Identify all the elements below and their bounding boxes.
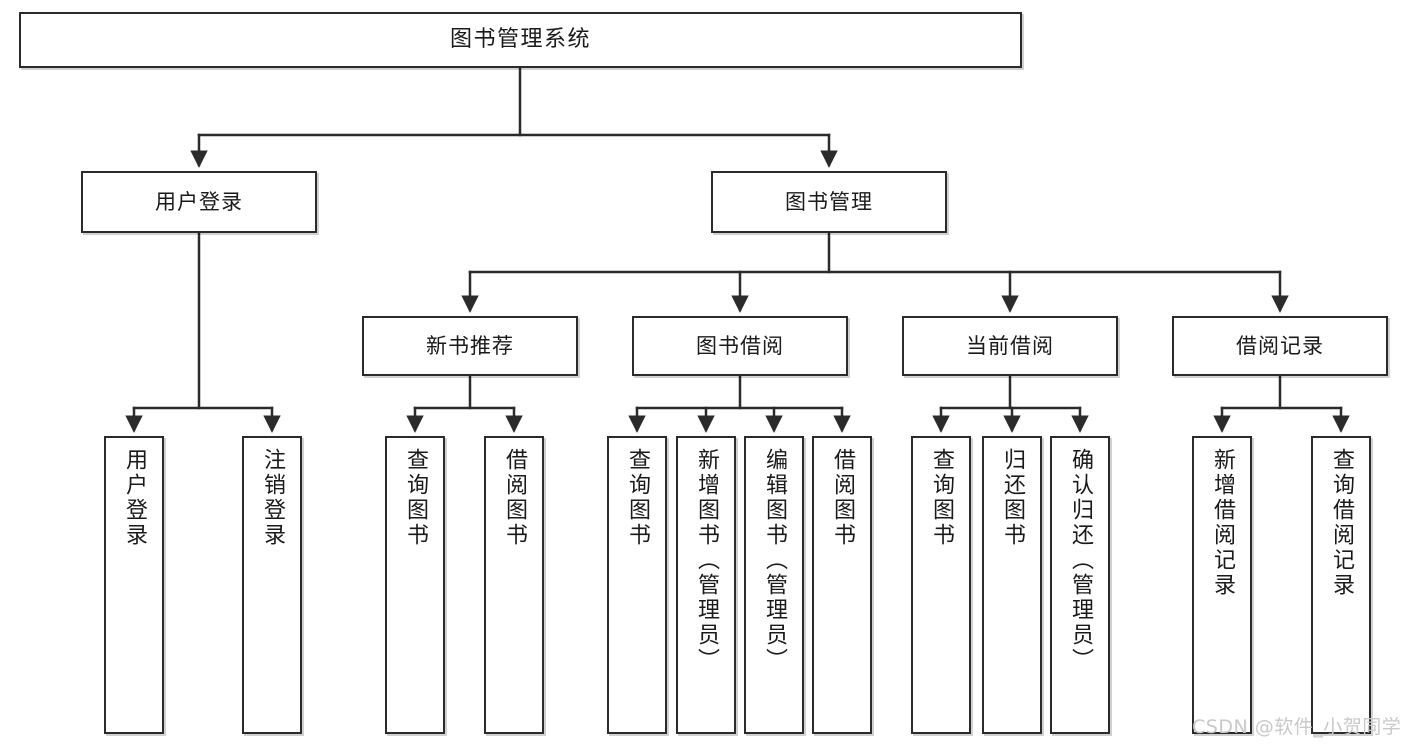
node-root-label: 图书管理系统 [449,27,591,53]
node-user-login-label: 用户登录 [155,189,243,214]
node-leaf-confirm-return-label: 确认归还（管理员） [1068,448,1093,673]
node-book-borrow[interactable]: 图书借阅 [632,316,848,376]
node-leaf-borrow-book[interactable]: 借阅图书 [812,436,872,734]
node-leaf-query-book-cur[interactable]: 查询图书 [911,436,971,734]
node-leaf-confirm-return[interactable]: 确认归还（管理员） [1050,436,1110,734]
node-leaf-query-book-cur-label: 查询图书 [929,448,954,548]
node-new-book-recommend-label: 新书推荐 [426,333,514,358]
node-leaf-edit-book[interactable]: 编辑图书（管理员） [744,436,804,734]
node-root[interactable]: 图书管理系统 [19,12,1022,68]
node-current-borrow[interactable]: 当前借阅 [902,316,1118,376]
node-current-borrow-label: 当前借阅 [966,333,1054,358]
node-leaf-query-book-rec-label: 查询图书 [403,448,428,548]
node-leaf-add-book-label: 新增图书（管理员） [694,448,719,673]
node-book-borrow-label: 图书借阅 [696,333,784,358]
watermark: CSDN @软件_小贺同学 [1192,716,1402,738]
node-leaf-edit-book-label: 编辑图书（管理员） [762,448,787,673]
node-leaf-query-book-rec[interactable]: 查询图书 [385,436,445,734]
node-leaf-user-login[interactable]: 用户登录 [104,436,164,734]
node-leaf-query-book-borrow-label: 查询图书 [625,448,650,548]
node-leaf-add-book[interactable]: 新增图书（管理员） [676,436,736,734]
node-book-manage-label: 图书管理 [785,189,873,214]
node-new-book-recommend[interactable]: 新书推荐 [362,316,578,376]
node-leaf-query-record[interactable]: 查询借阅记录 [1311,436,1371,734]
node-leaf-borrow-book-label: 借阅图书 [830,448,855,548]
node-leaf-query-book-borrow[interactable]: 查询图书 [607,436,667,734]
node-leaf-logout-label: 注销登录 [260,448,285,548]
node-leaf-add-record[interactable]: 新增借阅记录 [1192,436,1252,734]
node-leaf-add-record-label: 新增借阅记录 [1210,448,1235,598]
node-borrow-record[interactable]: 借阅记录 [1172,316,1388,376]
node-leaf-return-book[interactable]: 归还图书 [982,436,1042,734]
node-leaf-query-record-label: 查询借阅记录 [1329,448,1354,598]
node-user-login[interactable]: 用户登录 [81,171,317,233]
node-book-manage[interactable]: 图书管理 [711,171,947,233]
node-leaf-logout[interactable]: 注销登录 [242,436,302,734]
node-leaf-user-login-label: 用户登录 [122,448,147,548]
node-borrow-record-label: 借阅记录 [1236,333,1324,358]
node-leaf-borrow-book-rec-label: 借阅图书 [502,448,527,548]
node-leaf-return-book-label: 归还图书 [1000,448,1025,548]
node-leaf-borrow-book-rec[interactable]: 借阅图书 [484,436,544,734]
